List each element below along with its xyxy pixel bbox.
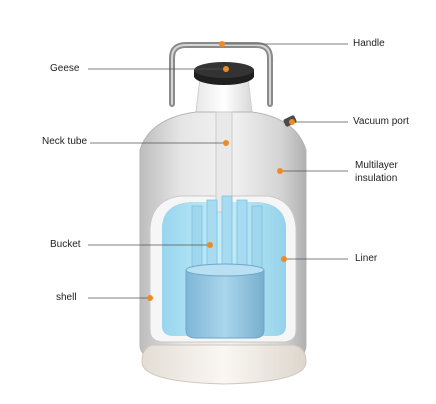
label-handle: Handle bbox=[353, 38, 385, 49]
marker-neck-tube bbox=[223, 140, 229, 146]
label-shell: shell bbox=[56, 292, 77, 303]
label-liner: Liner bbox=[355, 253, 378, 264]
label-neck-tube: Neck tube bbox=[42, 136, 88, 147]
label-multilayer-line2: insulation bbox=[355, 173, 398, 184]
marker-vacuum-port bbox=[289, 119, 295, 125]
label-bucket: Bucket bbox=[50, 239, 81, 250]
marker-shell bbox=[147, 295, 153, 301]
label-multilayer-line1: Multilayer bbox=[355, 160, 398, 171]
bucket-shape bbox=[185, 269, 265, 339]
marker-geese bbox=[223, 66, 229, 72]
marker-bucket bbox=[207, 242, 213, 248]
label-geese: Geese bbox=[50, 63, 80, 74]
marker-liner bbox=[281, 256, 287, 262]
marker-handle bbox=[219, 41, 225, 47]
label-vacuum-port: Vacuum port bbox=[353, 116, 409, 127]
marker-multilayer bbox=[277, 168, 283, 174]
base-shape bbox=[141, 344, 307, 385]
